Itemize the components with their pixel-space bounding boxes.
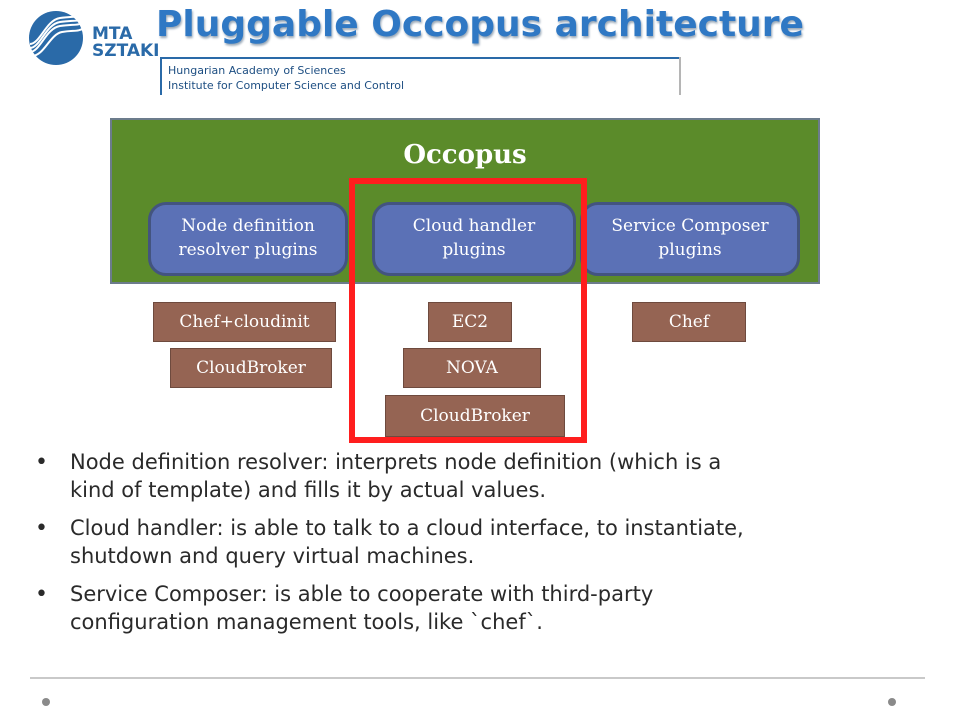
bullet-item: • Service Composer: is able to cooperate…: [35, 580, 935, 636]
cloud-handler-highlight: [349, 178, 587, 443]
header-divider-right: [679, 57, 681, 95]
bullet-list: • Node definition resolver: interprets n…: [35, 448, 935, 646]
bullet-marker: •: [35, 516, 48, 541]
bullet-item: • Node definition resolver: interprets n…: [35, 448, 935, 504]
bullet-text-line: Cloud handler: is able to talk to a clou…: [70, 516, 744, 540]
bullet-text-line: Node definition resolver: interprets nod…: [70, 450, 722, 474]
plugin-label-line: plugins: [658, 240, 722, 260]
occopus-label: Occopus: [403, 140, 527, 170]
plugin-label-line: Cloud handler: [412, 216, 536, 237]
plugin-label-line: Node definition: [181, 216, 315, 237]
impl-nova: NOVA: [403, 348, 541, 388]
header-divider-left: [160, 57, 162, 95]
slide-title: Pluggable Occopus architecture: [156, 4, 804, 45]
bullet-text-line: kind of template) and fills it by actual…: [70, 478, 547, 502]
impl-cloudbroker-handler: CloudBroker: [385, 395, 565, 437]
logo-text-mta: MTA: [92, 24, 133, 44]
logo-text: MTA SZTAKI: [92, 26, 160, 60]
bullet-text-line: Service Composer: is able to cooperate w…: [70, 582, 654, 606]
plugin-label-line: resolver plugins: [178, 240, 318, 260]
service-composer-plugins: Service Composer plugins: [580, 202, 800, 276]
bullet-text-line: shutdown and query virtual machines.: [70, 544, 475, 568]
impl-chef: Chef: [632, 302, 746, 342]
mta-sztaki-logo: [29, 11, 85, 65]
plugin-label-line: Service Composer: [611, 216, 769, 237]
header-divider: [160, 57, 680, 59]
impl-chef-cloudinit: Chef+cloudinit: [153, 302, 336, 342]
bullet-marker: •: [35, 450, 48, 475]
bullet-marker: •: [35, 582, 48, 607]
footer-dot-right: [888, 698, 896, 706]
plugin-label-line: plugins: [442, 240, 506, 260]
bullet-text-line: configuration management tools, like `ch…: [70, 610, 543, 634]
node-definition-resolver-plugins: Node definition resolver plugins: [148, 202, 348, 276]
institute-name-line2: Institute for Computer Science and Contr…: [168, 79, 405, 92]
institute-name-line1: Hungarian Academy of Sciences: [168, 64, 346, 77]
cloud-handler-plugins: Cloud handler plugins: [372, 202, 576, 276]
bullet-item: • Cloud handler: is able to talk to a cl…: [35, 514, 935, 570]
impl-ec2: EC2: [428, 302, 512, 342]
impl-cloudbroker-resolver: CloudBroker: [170, 348, 332, 388]
footer-divider: [30, 677, 925, 679]
footer-dot-left: [42, 698, 50, 706]
logo-text-sztaki: SZTAKI: [92, 41, 160, 61]
